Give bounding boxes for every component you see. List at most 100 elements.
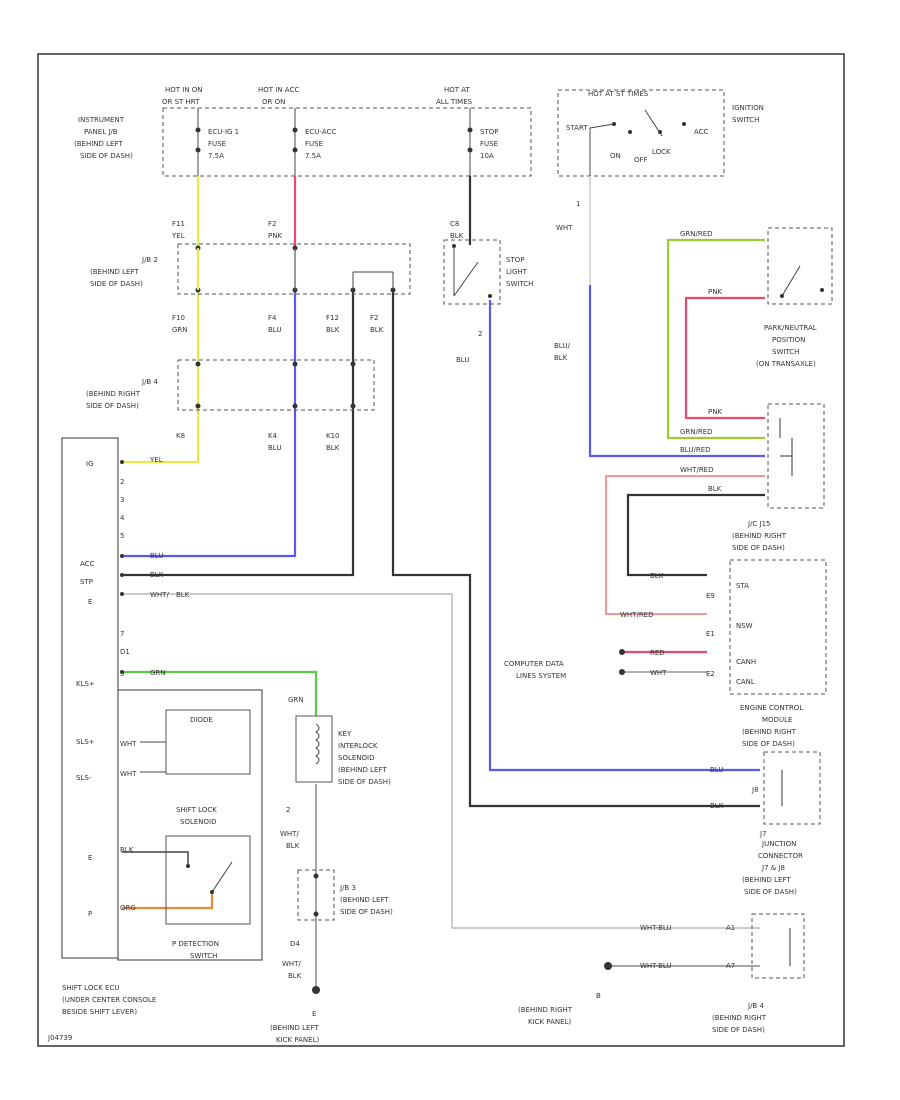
svg-text:SIDE OF DASH): SIDE OF DASH) <box>712 1026 765 1034</box>
jb2-label: J/B 2 (BEHIND LEFT SIDE OF DASH) <box>90 256 158 288</box>
svg-text:START: START <box>566 124 588 132</box>
hot-at-label: HOT AT <box>444 86 471 94</box>
svg-text:LOCK: LOCK <box>652 148 671 156</box>
svg-text:(ON TRANSAXLE): (ON TRANSAXLE) <box>756 360 816 368</box>
svg-text:J/B 3: J/B 3 <box>339 884 356 892</box>
svg-text:BLK: BLK <box>176 591 190 599</box>
svg-text:STA: STA <box>736 582 749 590</box>
svg-text:FUSE: FUSE <box>480 140 498 148</box>
label-j7: J7 <box>759 830 767 838</box>
svg-text:SIDE OF DASH): SIDE OF DASH) <box>338 778 391 786</box>
jb4-terminals <box>195 361 356 409</box>
svg-text:4: 4 <box>120 514 125 522</box>
hot-st-label: HOT AT ST TIMES <box>588 90 649 98</box>
label-f12: F12 <box>326 314 339 322</box>
svg-text:(BEHIND RIGHT: (BEHIND RIGHT <box>742 728 797 736</box>
shift-lock-ecu-box <box>61 437 119 959</box>
shift-lock-ecu-label: SHIFT LOCK ECU (UNDER CENTER CONSOLE BES… <box>62 984 156 1016</box>
svg-text:(BEHIND LEFT: (BEHIND LEFT <box>742 876 791 884</box>
p-detection-label: P DETECTION SWITCH <box>172 940 219 960</box>
svg-text:PANEL J/B: PANEL J/B <box>84 128 118 136</box>
fuse-ecu-ig1: ECU-IG 1 FUSE 7.5A <box>195 108 239 176</box>
label-stop-pin2: 2 <box>478 330 482 338</box>
label-blk-ecm: BLK <box>650 572 664 580</box>
hot-acc-sub-label: OR ON <box>262 98 285 106</box>
jc-box <box>767 403 825 509</box>
svg-text:3: 3 <box>120 496 124 504</box>
svg-text:(UNDER CENTER CONSOLE: (UNDER CENTER CONSOLE <box>62 996 156 1004</box>
label-a1: A1 <box>726 924 735 932</box>
svg-text:OFF: OFF <box>634 156 648 164</box>
key-interlock-solenoid-symbol <box>295 715 333 783</box>
svg-text:10A: 10A <box>480 152 494 160</box>
label-blk-stop: BLK <box>450 232 464 240</box>
label-blk-f2: BLK <box>370 326 384 334</box>
ground-left-label: (BEHIND LEFT KICK PANEL) <box>270 1024 319 1044</box>
svg-text:BLK: BLK <box>286 842 300 850</box>
svg-text:(BEHIND RIGHT: (BEHIND RIGHT <box>518 1006 573 1014</box>
ecm-pins: STA NSW CANH CANL <box>736 582 756 686</box>
label-f2: F2 <box>268 220 276 228</box>
label-wht-sls1: WHT <box>120 740 137 748</box>
ground-b-icon <box>604 962 612 970</box>
svg-text:INTERLOCK: INTERLOCK <box>338 742 378 750</box>
svg-text:ON: ON <box>610 152 621 160</box>
label-f11: F11 <box>172 220 185 228</box>
svg-text:SOLENOID: SOLENOID <box>338 754 374 762</box>
svg-text:STOP: STOP <box>506 256 524 264</box>
svg-text:(BEHIND RIGHT: (BEHIND RIGHT <box>86 390 141 398</box>
label-grn-ecu: GRN <box>150 669 166 677</box>
label-k10: K10 <box>326 432 340 440</box>
label-blk-k10: BLK <box>326 444 340 452</box>
label-pin-5: 5 <box>120 670 124 678</box>
svg-text:POSITION: POSITION <box>772 336 805 344</box>
svg-text:(BEHIND LEFT: (BEHIND LEFT <box>74 140 123 148</box>
svg-text:ECU-ACC: ECU-ACC <box>305 128 336 136</box>
label-blk-ecu: BLK <box>150 571 164 579</box>
svg-text:SIDE OF DASH): SIDE OF DASH) <box>744 888 797 896</box>
label-pnk-pn: PNK <box>708 288 722 296</box>
label-f4: F4 <box>268 314 277 322</box>
wire-blu-stop <box>488 300 760 772</box>
label-k4: K4 <box>268 432 278 440</box>
svg-text:D1: D1 <box>120 648 130 656</box>
svg-text:FUSE: FUSE <box>305 140 323 148</box>
svg-text:SHIFT LOCK: SHIFT LOCK <box>176 806 217 814</box>
svg-text:(BEHIND RIGHT: (BEHIND RIGHT <box>732 532 787 540</box>
label-grn: GRN <box>172 326 188 334</box>
label-e2: E2 <box>706 670 715 678</box>
conn-ign-pin1: 1 <box>576 200 580 208</box>
label-c8: C8 <box>450 220 459 228</box>
label-blu-red-jc: BLU/RED <box>680 446 711 454</box>
pn-switch-contacts <box>780 265 824 298</box>
pn-switch-box <box>767 227 833 305</box>
wire-blk-j8 <box>391 290 760 808</box>
svg-text:CANH: CANH <box>736 658 756 666</box>
label-wht-blu: WHT-BLU <box>640 924 672 932</box>
label-k8: K8 <box>176 432 185 440</box>
svg-text:J7 & J8: J7 & J8 <box>761 864 785 872</box>
wire-blk-pswitch <box>122 851 189 866</box>
svg-text:ECU-IG 1: ECU-IG 1 <box>208 128 239 136</box>
svg-text:SWITCH: SWITCH <box>506 280 533 288</box>
shift-lock-inner-box <box>117 689 263 961</box>
label-a7: A7 <box>726 962 735 970</box>
jb4-label: J/B 4 (BEHIND RIGHT SIDE OF DASH) <box>86 378 158 410</box>
junction-label: JUNCTION CONNECTOR J7 & J8 (BEHIND LEFT … <box>742 840 803 896</box>
label-e9: E9 <box>706 592 715 600</box>
svg-text:IG: IG <box>86 460 94 468</box>
svg-text:ENGINE CONTROL: ENGINE CONTROL <box>740 704 803 712</box>
svg-text:BLK: BLK <box>554 354 568 362</box>
jb4-box <box>177 359 375 411</box>
label-wht-canl: WHT <box>650 669 667 677</box>
hot-acc-label: HOT IN ACC <box>258 86 299 94</box>
svg-text:SLS-: SLS- <box>76 774 92 782</box>
label-wht-blk-ecu: WHT/ BLK <box>150 591 190 599</box>
canh-terminal <box>619 649 625 655</box>
svg-text:2: 2 <box>120 478 124 486</box>
svg-text:JUNCTION: JUNCTION <box>761 840 796 848</box>
label-org-p: ORG <box>120 904 136 912</box>
jc-bus <box>779 418 793 476</box>
svg-text:BESIDE SHIFT LEVER): BESIDE SHIFT LEVER) <box>62 1008 137 1016</box>
svg-text:IGNITION: IGNITION <box>732 104 764 112</box>
